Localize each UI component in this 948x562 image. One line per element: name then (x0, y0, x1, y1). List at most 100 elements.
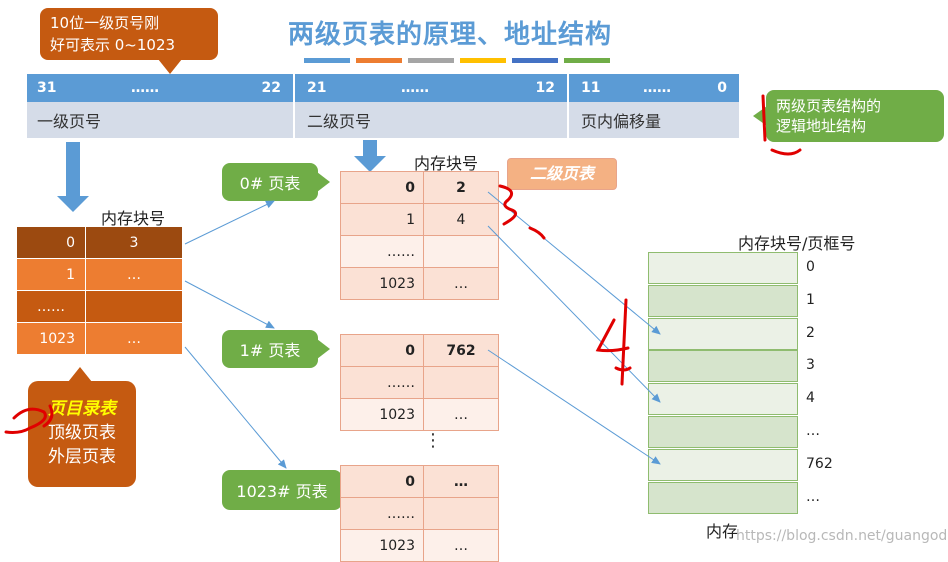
arrow-pt0-row1-to-mem (487, 225, 661, 403)
directory-column-header: 内存块号 (101, 209, 166, 228)
page-table-1023-label: 1023# 页表 (222, 470, 354, 510)
arrow-pt0-row0-to-mem (487, 191, 661, 335)
page-table-0-label: 0# 页表 (222, 163, 330, 201)
second-level-tag: 二级页表 (507, 158, 617, 190)
table-cell: … (85, 258, 183, 291)
second-level-column-header: 内存块号 (414, 154, 479, 173)
table-row: 1 4 (340, 203, 499, 236)
table-row: …… (340, 366, 499, 399)
callout-line: 好可表示 0~1023 (50, 36, 176, 54)
memory-frame (648, 448, 798, 481)
bit-mid: …… (401, 80, 429, 96)
page-table-0: 0 2 1 4 …… 1023 … (340, 171, 499, 300)
address-field-first: 31 …… 22 (27, 74, 295, 102)
table-row: 0 … (340, 465, 499, 498)
address-field-second: 21 …… 12 (297, 74, 569, 102)
memory-frame-label: 762 (806, 455, 833, 472)
callout-address-structure: 两级页表结构的 逻辑地址结构 (753, 90, 944, 142)
memory-header: 内存块号/页框号 (738, 234, 856, 253)
title-bar (460, 58, 506, 63)
table-row: 1023 … (16, 322, 183, 355)
callout-line: 逻辑地址结构 (776, 117, 867, 135)
memory-footer: 内存 (706, 522, 739, 541)
bit-mid: …… (131, 80, 159, 96)
title-bar (512, 58, 558, 63)
down-arrow-icon (354, 140, 386, 172)
table-cell: 1023 (340, 398, 424, 431)
memory-frame (648, 252, 798, 284)
callout-tail (158, 59, 182, 74)
table-cell: … (423, 398, 499, 431)
memory-frame-label: 1 (806, 291, 815, 308)
title-bar (304, 58, 350, 63)
address-name-cell: 页内偏移量 (571, 102, 739, 138)
callout-line: 两级页表结构的 (776, 97, 882, 115)
handwritten-mark (4, 404, 54, 434)
table-cell: … (423, 267, 499, 300)
arrow-pt1-row0-to-mem (487, 349, 661, 465)
page-table-1-label: 1# 页表 (222, 330, 330, 368)
callout-line: 外层页表 (48, 447, 116, 467)
address-name-cell: 一级页号 (27, 102, 295, 138)
handwritten-mark (595, 298, 632, 386)
memory-frame-label: … (806, 488, 820, 505)
field-name-second-level: 二级页号 (307, 112, 372, 131)
memory-frame-label: 0 (806, 259, 815, 275)
table-cell: 1 (340, 203, 424, 236)
memory-frame (648, 416, 798, 448)
table-cell: 0 (340, 334, 424, 367)
memory-frame (648, 317, 798, 350)
bit-high: 31 (37, 80, 57, 96)
table-cell: 0 (16, 226, 86, 259)
bit-low: 12 (535, 80, 555, 96)
page-table-1: 0 762 …… 1023 … (340, 334, 499, 431)
table-cell (423, 235, 499, 268)
callout-page-directory: 页目录表 顶级页表 外层页表 (28, 367, 136, 487)
memory-frame (648, 350, 798, 383)
callout-first-level-range: 10位一级页号刚 好可表示 0~1023 (40, 8, 218, 74)
table-cell: 1023 (340, 267, 424, 300)
table-cell (423, 366, 499, 399)
memory-frame-label: 2 (806, 324, 815, 341)
label-text: 0# 页表 (239, 174, 301, 193)
page-title: 两级页表的原理、地址结构 (288, 20, 613, 50)
label-tail (317, 172, 330, 192)
memory-frame (648, 481, 798, 514)
table-row: …… (340, 235, 499, 268)
table-cell: 4 (423, 203, 499, 236)
callout-line: 页目录表 (48, 399, 116, 419)
table-cell: … (85, 322, 183, 355)
table-cell (85, 290, 183, 323)
watermark: https://blog.csdn.net/guangod (736, 528, 948, 544)
table-cell: 1023 (16, 322, 86, 355)
label-tail (317, 339, 330, 359)
table-row: …… (16, 290, 183, 323)
memory-frame-label: 3 (806, 357, 815, 374)
bit-low: 0 (717, 80, 727, 96)
table-cell: 762 (423, 334, 499, 367)
field-name-offset: 页内偏移量 (581, 112, 662, 131)
memory-frame (648, 284, 798, 317)
label-text: 1023# 页表 (236, 482, 328, 501)
bit-high: 11 (581, 80, 601, 96)
memory-frame-label: … (806, 423, 820, 439)
memory-frame (648, 383, 798, 416)
table-cell: 3 (85, 226, 183, 259)
table-row: 0 762 (340, 334, 499, 367)
table-row: 1023 … (340, 398, 499, 431)
table-cell: …… (340, 235, 424, 268)
table-cell: …… (16, 290, 86, 323)
handwritten-mark (498, 184, 546, 240)
bit-high: 21 (307, 80, 327, 96)
table-row: 1023 … (340, 267, 499, 300)
table-cell: 0 (340, 465, 424, 498)
memory-frame-label: 4 (806, 390, 815, 407)
address-names-bar: 一级页号 二级页号 页内偏移量 (27, 102, 739, 138)
table-row: 0 2 (340, 171, 499, 204)
address-field-offset: 11 …… 0 (571, 74, 739, 102)
callout-line: 10位一级页号刚 (50, 14, 160, 32)
title-bar (408, 58, 454, 63)
title-underline-bars (304, 58, 610, 63)
table-cell: …… (340, 366, 424, 399)
